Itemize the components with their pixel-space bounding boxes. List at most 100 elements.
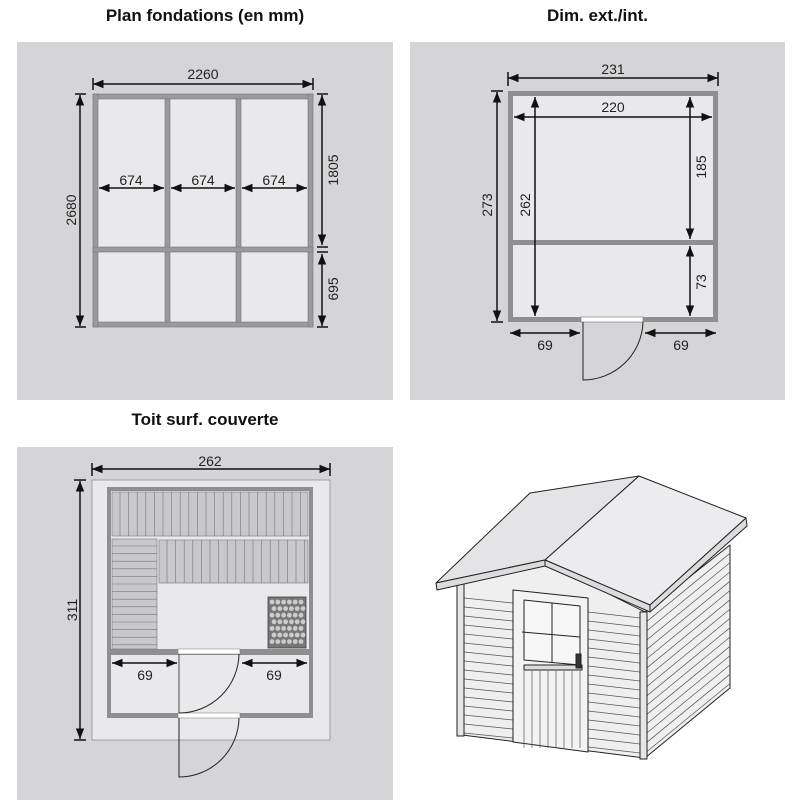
roof-slats-top	[111, 491, 309, 537]
stove-stone	[292, 599, 298, 605]
stove-stone	[300, 606, 306, 611]
stove-stone	[289, 606, 294, 611]
wall-board	[463, 606, 514, 613]
dim-bay-width: 674	[191, 172, 215, 188]
foundation-plan-title: Plan fondations (en mm)	[105, 6, 305, 25]
dim-room-depth: 185	[693, 155, 709, 179]
wall-board	[646, 599, 731, 669]
stove-stone	[271, 632, 277, 638]
dim-bay-width: 674	[262, 172, 286, 188]
stove-stone	[287, 626, 292, 631]
stove-stone	[269, 626, 275, 631]
door-opening	[580, 316, 644, 323]
stove-stone	[294, 632, 300, 638]
stove-stone	[283, 606, 288, 611]
stove-stone	[298, 612, 304, 618]
stove-stone	[275, 626, 281, 631]
stove-stone	[298, 626, 304, 631]
wall-board	[646, 646, 731, 715]
wall-board	[463, 723, 514, 730]
wall-board	[587, 647, 641, 655]
door-handle-icon	[575, 653, 582, 669]
stove-stone	[277, 619, 283, 625]
dim-roof-width: 262	[198, 453, 222, 469]
wall-board	[463, 624, 514, 631]
wall-board	[463, 732, 514, 739]
wall-board	[587, 665, 641, 673]
wall-board	[646, 608, 731, 678]
stove-stone	[269, 612, 275, 618]
dim-ext-width: 231	[601, 61, 625, 77]
wall-board	[646, 580, 731, 650]
wall-board	[587, 746, 641, 754]
dim-right-to-door: 69	[673, 337, 689, 353]
dimensions-title: Dim. ext./int.	[546, 6, 649, 25]
shed-illustration	[435, 475, 748, 760]
wall-board	[463, 669, 514, 676]
foundation-plan-panel: 2260 2680 1805 695 674 674 674	[17, 42, 393, 400]
wall-board	[587, 638, 641, 646]
wall-board	[463, 597, 514, 604]
stove-stone	[283, 632, 288, 638]
stove-stone	[298, 599, 304, 605]
wall-board	[587, 656, 641, 664]
dim-left-to-door: 69	[137, 667, 153, 683]
door-swing	[582, 321, 644, 381]
wall-board	[646, 562, 731, 631]
roof-panel: 262 311 69 69	[17, 447, 393, 800]
stove-stone	[277, 632, 283, 638]
wall-board	[587, 710, 641, 718]
dimensions-panel: 231 220 273 262 185 73 69 69	[410, 42, 785, 400]
stove-stone	[269, 599, 275, 605]
stove-stone	[275, 612, 281, 618]
wall-board	[646, 664, 731, 734]
dim-int-width: 220	[601, 99, 625, 115]
wall-board	[463, 678, 514, 685]
inner-door-swing	[178, 653, 240, 714]
wall-board	[587, 674, 641, 682]
stove-stone	[269, 639, 275, 644]
dim-total-width: 2260	[187, 66, 218, 82]
wall-board	[587, 737, 641, 745]
stove-stone	[283, 619, 288, 625]
roof-title: Toit surf. couverte	[131, 410, 279, 429]
wall-board	[587, 719, 641, 727]
wall-board	[463, 615, 514, 622]
dim-right-to-door: 69	[266, 667, 282, 683]
wall-board	[587, 620, 641, 628]
stove-stone	[275, 599, 281, 605]
wall-board	[463, 633, 514, 640]
stove-stone	[300, 619, 306, 625]
wall-board	[646, 627, 731, 696]
stove-stone	[271, 619, 277, 625]
wall-board	[646, 590, 731, 659]
wall-board	[646, 683, 731, 752]
dim-front-depth: 1805	[325, 154, 341, 185]
stove-stone	[292, 612, 298, 618]
wall-board	[587, 611, 641, 619]
stove-stone	[292, 639, 298, 644]
stove-stone	[281, 639, 286, 644]
outer-door-swing	[178, 717, 240, 778]
stove-stone	[294, 606, 300, 611]
stove-stone	[289, 632, 294, 638]
stove-stone	[281, 612, 286, 618]
dim-roof-depth: 311	[64, 599, 80, 622]
wall-board	[646, 553, 731, 622]
stove-stone	[287, 612, 292, 618]
dim-total-depth: 2680	[63, 194, 79, 225]
stove-stone	[292, 626, 298, 631]
wall-board	[463, 651, 514, 658]
wall-board	[646, 571, 731, 641]
wall-board	[463, 714, 514, 721]
dim-bay-width: 674	[119, 172, 143, 188]
stove-stone	[300, 632, 306, 638]
wall-board	[646, 636, 731, 706]
wall-board	[463, 660, 514, 667]
dim-left-to-door: 69	[537, 337, 553, 353]
bench-left	[111, 538, 158, 650]
wall-board	[587, 683, 641, 691]
stove-stone	[289, 619, 294, 625]
wall-board	[587, 728, 641, 736]
